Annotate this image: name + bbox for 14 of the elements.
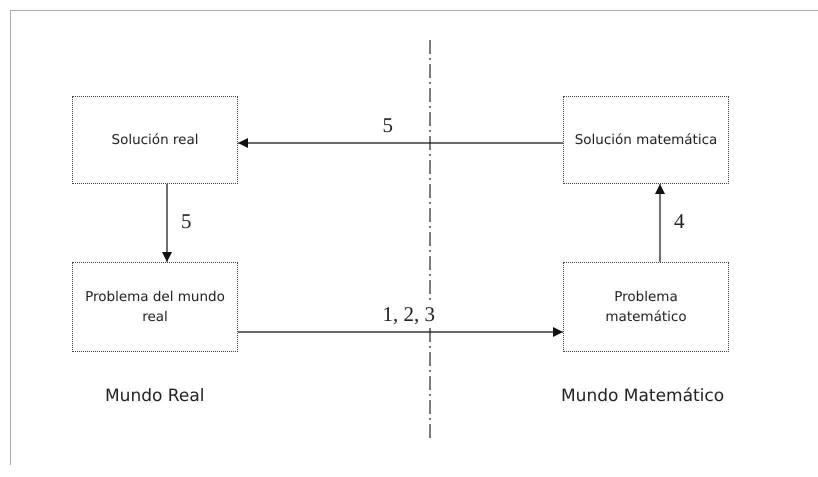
- region-label: Mundo Matemático: [561, 386, 724, 406]
- arrow: [655, 184, 665, 262]
- box-label: Problema del mundo real: [84, 288, 226, 327]
- box-label: Solución matemática: [574, 130, 718, 150]
- process-box: [563, 262, 729, 352]
- process-box: [563, 96, 729, 184]
- region-label: Mundo Real: [105, 386, 204, 406]
- arrow: [238, 138, 563, 148]
- arrow: [162, 184, 172, 262]
- process-box: [72, 96, 238, 184]
- arrow: [238, 327, 563, 337]
- process-box: [72, 262, 238, 352]
- box-label: Solución real: [110, 130, 200, 150]
- box-label: Problema matemático: [604, 288, 688, 327]
